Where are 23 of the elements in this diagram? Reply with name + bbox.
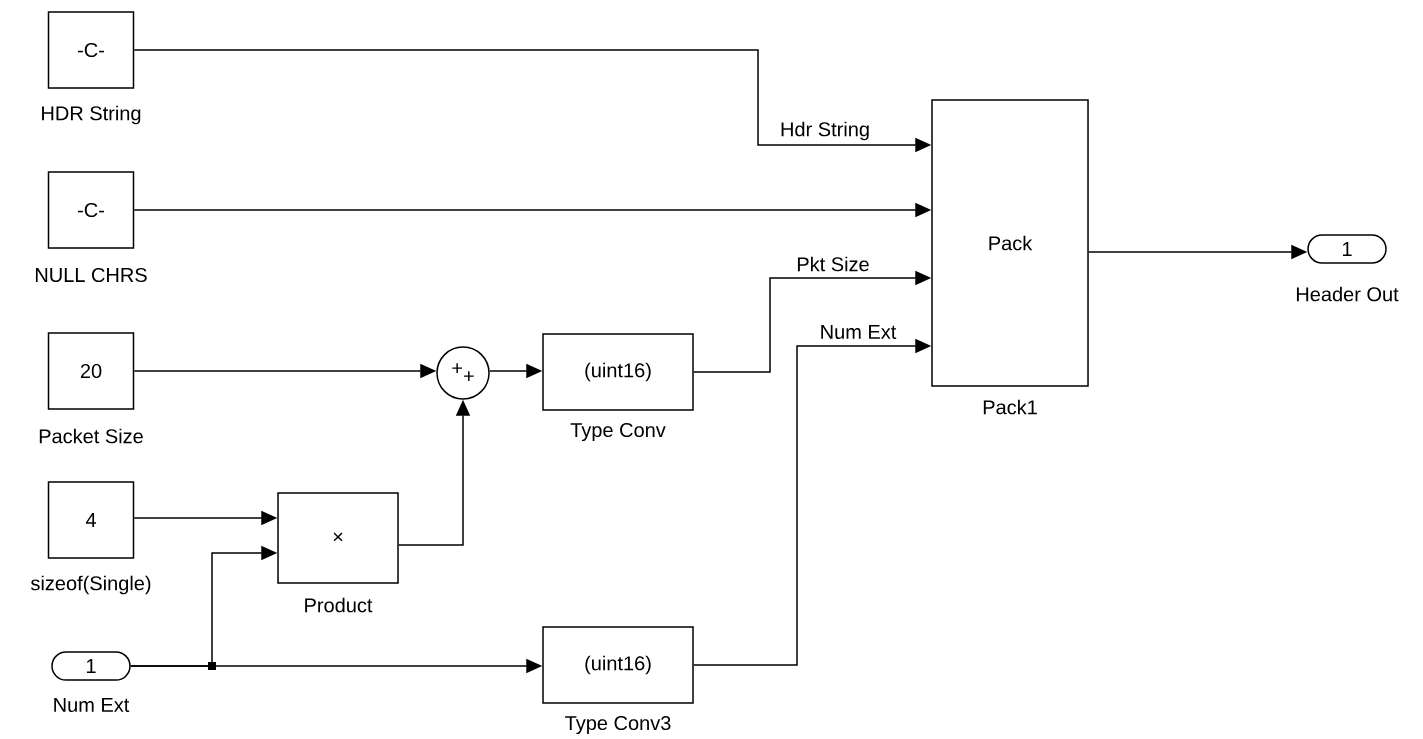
edge-label: Pkt Size: [794, 254, 872, 274]
block-label: Type Conv3: [565, 715, 671, 735]
block-label: NULL CHRS: [35, 267, 147, 283]
port-block: 1: [1307, 234, 1387, 264]
block-box: (uint16): [542, 626, 694, 704]
port-block: 1: [51, 651, 131, 681]
block-box: (uint16): [542, 333, 694, 411]
block-label: Type Conv: [570, 422, 666, 442]
block-label: Pack1: [983, 399, 1037, 415]
block-box: 4: [47, 481, 135, 559]
edge-label: Num Ext: [817, 323, 899, 341]
block-box: 20: [47, 332, 135, 410]
block-label: Header Out: [1296, 286, 1399, 302]
block-box: -C-: [47, 171, 135, 249]
edge-label: Hdr String: [778, 119, 873, 143]
block-box: ×: [277, 492, 399, 584]
block-label: HDR String: [42, 105, 141, 125]
block-label: Product: [305, 597, 373, 613]
block-label: sizeof(Single): [31, 575, 151, 595]
block-box: Pack: [931, 99, 1089, 387]
block-label: Num Ext: [54, 698, 130, 712]
block-box: -C-: [47, 11, 135, 89]
block-label: Packet Size: [39, 428, 143, 444]
